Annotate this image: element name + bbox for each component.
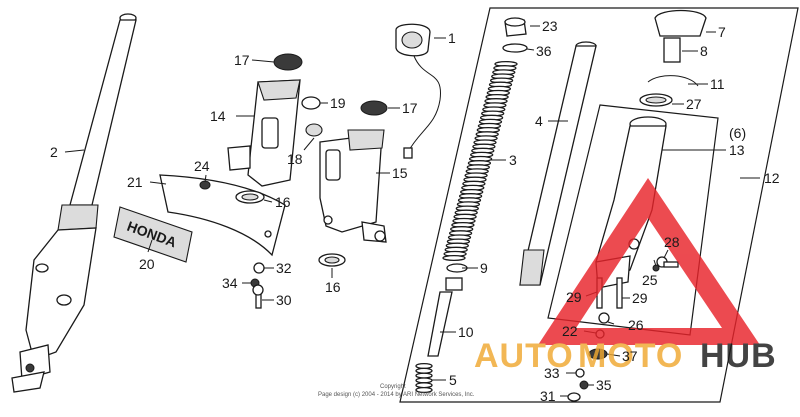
copyright-line-2: Page design (c) 2004 - 2014 by ARI Netwo… (318, 392, 475, 398)
spring-coil (415, 382, 433, 389)
callout-34: 34 (222, 275, 238, 291)
callout-16-upper: 16 (275, 194, 291, 210)
callout-labels: 1 2 3 4 5 (6) 7 8 9 10 11 12 13 14 15 16… (50, 18, 780, 404)
callout-31: 31 (540, 388, 556, 404)
callout-4: 4 (535, 113, 543, 129)
callout-8: 8 (700, 43, 708, 59)
watermark-part-auto: AUTO (474, 337, 574, 375)
callout-19: 19 (330, 95, 346, 111)
watermark-triangle-icon (538, 178, 760, 345)
watermark-part-hub: HUB (700, 337, 777, 375)
callout-37: 37 (622, 348, 638, 364)
callout-3: 3 (509, 152, 517, 168)
damper-rod-10 (427, 291, 453, 357)
callout-21: 21 (127, 174, 143, 190)
grommet-18 (305, 123, 323, 137)
watermark-logo: AUTO MOTO HUB (474, 178, 777, 375)
callout-28: 28 (664, 234, 680, 250)
spring-coil (442, 254, 466, 262)
callout-27: 27 (686, 96, 702, 112)
spring-coil (415, 362, 433, 370)
spring-coil (415, 367, 433, 374)
callout-32: 32 (276, 260, 292, 276)
band-16-upper (235, 190, 265, 204)
fork-inner-tube-4 (519, 41, 597, 286)
stud-29b (616, 277, 623, 309)
rubber-17-left (273, 53, 303, 71)
copyright-line-1: Copyright (380, 384, 406, 390)
bolt-31 (567, 392, 581, 402)
fork-tube-left (11, 13, 137, 393)
nut-24 (199, 180, 211, 190)
callout-15: 15 (392, 165, 408, 181)
callout-36: 36 (536, 43, 552, 59)
reflector-1 (395, 23, 441, 159)
callout-33: 33 (544, 365, 560, 381)
spring-coil (415, 386, 433, 394)
callout-26: 26 (628, 317, 644, 333)
callout-10: 10 (458, 324, 474, 340)
fork-bracket-right (319, 129, 387, 243)
callout-17-left: 17 (234, 52, 250, 68)
callout-23: 23 (542, 18, 558, 34)
assembly-frame-12 (399, 7, 799, 403)
callout-29-left: 29 (566, 289, 582, 305)
band-16-lower (318, 253, 346, 267)
fork-bracket-left (227, 79, 301, 187)
clip-11 (647, 75, 699, 87)
fork-cap-bolt-23 (504, 17, 527, 37)
callout-9: 9 (480, 260, 488, 276)
callout-17-right: 17 (402, 100, 418, 116)
callout-30: 30 (276, 292, 292, 308)
callout-22: 22 (562, 323, 578, 339)
grommet-19 (301, 96, 321, 110)
honda-emblem: HONDA (113, 206, 193, 263)
washer-26 (598, 312, 610, 324)
callout-11: 11 (710, 76, 725, 92)
o-ring-36 (502, 43, 528, 53)
bolt-28 (656, 256, 679, 268)
callout-12: 12 (764, 170, 780, 186)
spring-coil (415, 377, 433, 384)
callout-35: 35 (596, 377, 612, 393)
callout-20: 20 (139, 256, 155, 272)
bolt-30 (252, 284, 264, 309)
callout-5: 5 (449, 372, 457, 388)
collar (445, 277, 463, 291)
callout-13: 13 (729, 142, 745, 158)
dust-seal-7 (654, 9, 707, 37)
fork-spring-3 (442, 60, 518, 262)
callout-16-lower: 16 (325, 279, 341, 295)
rubber-17-right (360, 100, 388, 116)
oil-seal-27 (639, 93, 673, 107)
washer-32 (253, 262, 265, 274)
rebound-spring-5 (415, 362, 433, 394)
watermark-part-moto: MOTO (578, 337, 683, 375)
callout-2: 2 (50, 144, 58, 160)
nut-35 (579, 380, 589, 390)
callout-25: 25 (642, 272, 658, 288)
callout-7: 7 (718, 24, 726, 40)
callout-29-right: 29 (632, 290, 648, 306)
callout-18: 18 (287, 151, 303, 167)
callout-1: 1 (448, 30, 456, 46)
spacer-8 (663, 37, 681, 63)
callout-6: (6) (729, 125, 746, 141)
callout-24: 24 (194, 158, 210, 174)
callout-14: 14 (210, 108, 226, 124)
spring-coil (415, 372, 433, 379)
leader-lines (64, 25, 760, 397)
